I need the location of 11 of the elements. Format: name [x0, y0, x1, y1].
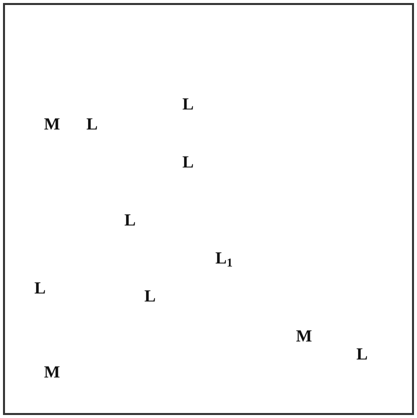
region-label: L	[144, 288, 156, 304]
region-label: L	[34, 280, 46, 296]
region-label: L	[182, 154, 194, 170]
region-label: M	[44, 364, 60, 380]
region-label: L	[86, 116, 98, 132]
region-label: L	[124, 212, 136, 228]
region-label: L	[356, 346, 368, 362]
region-label: L$_{1}$	[215, 250, 233, 266]
region-label: L	[182, 96, 194, 112]
region-label: M	[44, 116, 60, 132]
region-label: M	[296, 328, 312, 344]
